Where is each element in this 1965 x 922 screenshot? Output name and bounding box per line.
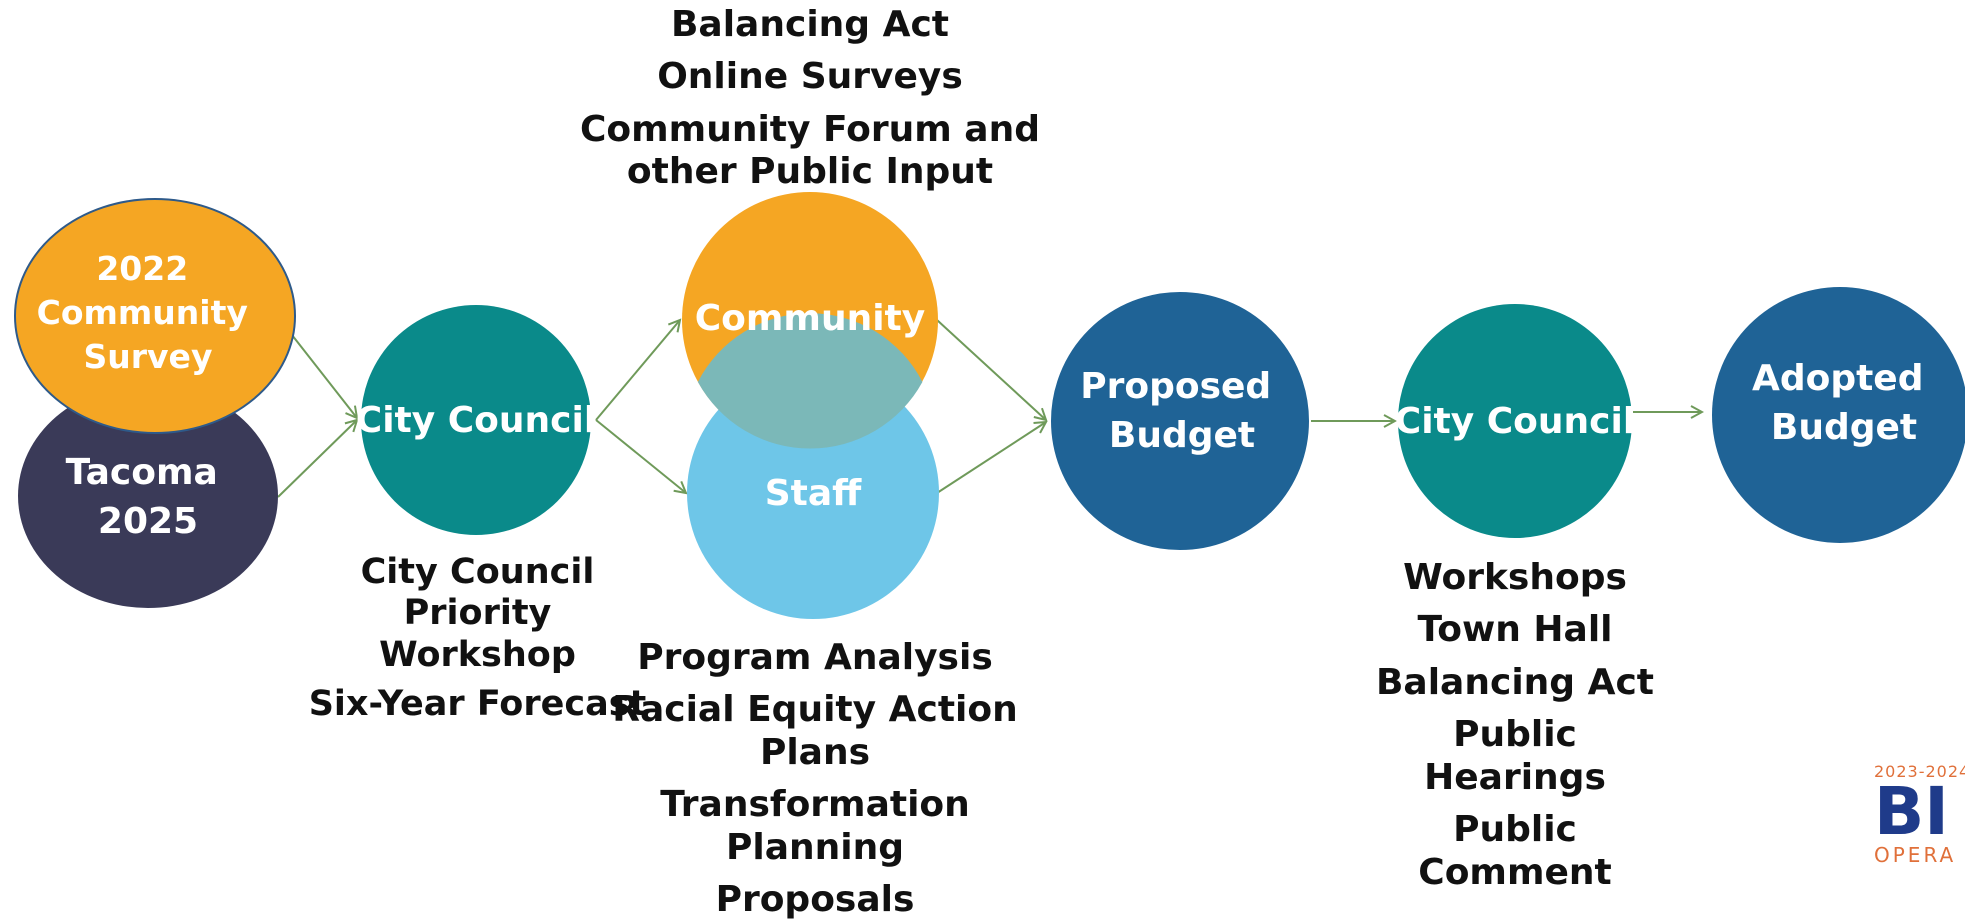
council-review-item: Balancing Act — [1375, 661, 1654, 703]
arrow-survey-to-council — [291, 334, 357, 418]
arrow-staff-to-proposed — [936, 422, 1046, 494]
community-staff-overlap — [697, 313, 923, 449]
node-tacoma-2025: Tacoma 2025 — [18, 384, 278, 608]
tacoma-line-2: 2025 — [98, 501, 198, 542]
proposed-line-1: Proposed — [1080, 366, 1271, 407]
council-input-item: Six-Year Forecast — [308, 683, 647, 724]
node-community-survey: 2022 Community Survey — [14, 198, 296, 434]
node-city-council-2: City Council — [1395, 304, 1635, 538]
node-tacoma-label: Tacoma 2025 — [66, 452, 231, 542]
arrow-tacoma-to-council — [277, 420, 357, 498]
budget-process-diagram: Tacoma 2025 2022 Community Survey City C… — [14, 192, 1965, 619]
proposed-line-2: Budget — [1109, 415, 1255, 456]
community-input-item: Online Surveys — [657, 56, 963, 98]
survey-line-1: 2022 — [96, 249, 188, 288]
council-input-item: Priority Workshop — [379, 593, 576, 675]
node-city-council-1: City Council — [356, 305, 596, 535]
staff-input-item: Plans — [759, 731, 871, 773]
node-adopted-budget: Adopted Budget — [1712, 287, 1965, 543]
adopted-line-2: Budget — [1771, 407, 1917, 448]
council-review-item: Public — [1453, 809, 1577, 851]
staff-inputs-note: Program Analysis Racial Equity Action Pl… — [585, 637, 1045, 922]
logo-years: 2023-2024 — [1874, 762, 1965, 781]
community-input-item: other Public Input — [626, 151, 994, 193]
council-review-item: Workshops — [1403, 557, 1627, 598]
community-input-item: Balancing Act — [670, 4, 949, 45]
staff-input-item: Transformation Planning — [660, 784, 970, 868]
council-review-note: Workshops Town Hall Balancing Act Public… — [1370, 557, 1660, 894]
community-inputs-note: Balancing Act Online Surveys Community F… — [560, 4, 1060, 194]
survey-line-3: Survey — [84, 337, 213, 376]
council-review-item: Public Hearings — [1424, 714, 1606, 798]
arrow-council-to-staff — [595, 419, 686, 493]
staff-input-item: Racial Equity Action — [612, 689, 1018, 731]
node-proposed-budget: Proposed Budget — [1049, 290, 1311, 552]
council-review-item: Town Hall — [1417, 609, 1613, 651]
arrow-council-to-community — [595, 320, 680, 421]
node-survey-label: 2022 Community Survey — [37, 249, 260, 376]
logo-wordmark: BI — [1874, 773, 1949, 850]
staff-input-item: Program Analysis — [637, 637, 993, 678]
staff-input-item: Proposals — [715, 879, 915, 921]
community-input-item: Community Forum and — [580, 108, 1040, 150]
council-review-item: Comment — [1418, 851, 1612, 893]
biennial-budget-logo: 2023-2024 BI OPERA — [1874, 762, 1965, 867]
flow-arrows — [277, 319, 1702, 498]
council-inputs-note: City Council Priority Workshop Six-Year … — [300, 552, 655, 725]
logo-subtitle: OPERA — [1874, 843, 1957, 867]
node-council-2-label: City Council — [1395, 401, 1635, 442]
tacoma-line-1: Tacoma — [66, 452, 218, 493]
node-adopted-label: Adopted Budget — [1752, 358, 1936, 448]
arrow-community-to-proposed — [936, 319, 1046, 420]
node-staff-label: Staff — [765, 473, 862, 514]
survey-line-2: Community — [37, 293, 248, 332]
node-community-label: Community — [695, 298, 925, 339]
node-proposed-label: Proposed Budget — [1080, 366, 1284, 456]
node-council-1-label: City Council — [356, 400, 596, 441]
adopted-line-1: Adopted — [1752, 358, 1924, 399]
council-input-item: City Council — [360, 552, 595, 592]
